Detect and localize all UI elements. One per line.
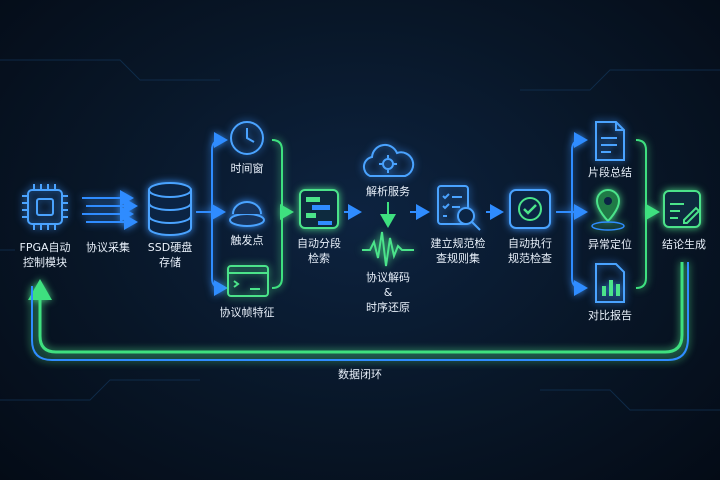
check-badge-icon [509,189,551,229]
report-chart-icon [595,263,625,303]
anomaly-locate-label: 异常定位 [588,238,632,251]
compare-report-label: 对比报告 [588,309,632,322]
conclusion-label: 结论生成 [662,238,706,251]
chip-icon [22,184,68,230]
trigger-button-icon [229,201,265,227]
collect-label: 协议采集 [86,241,130,254]
loop-label: 数据闭环 [338,368,382,381]
time-window-label: 时间窗 [230,162,264,175]
clock-icon [230,121,264,155]
ssd-label: SSD硬盘存储 [147,241,193,269]
cloud-gear-icon [362,143,415,177]
database-icon [148,182,192,236]
segment-summary-label: 片段总结 [588,166,632,179]
collect-arrows [82,190,138,230]
frame-feature-label: 协议帧特征 [219,306,275,319]
merge-bracket-left [271,139,294,289]
auto-search-label: 自动分段检索 [297,237,341,265]
trigger-label: 触发点 [230,234,264,247]
location-pin-icon [591,188,625,231]
parse-service-label: 解析服务 [366,185,410,198]
fpga-label: FPGA自动控制模块 [19,241,71,269]
checklist-search-icon [437,185,481,231]
conclusion-edit-icon [663,190,701,228]
auto-check-label: 自动执行规范检查 [508,237,552,265]
background-traces [0,59,720,411]
branch-bracket-right [556,132,588,296]
frame-window-icon [227,265,269,297]
decode-label: 协议解码&时序还原 [366,271,410,314]
waveform-icon [362,231,414,267]
merge-bracket-right [635,139,660,289]
document-icon [595,121,625,161]
build-rules-label: 建立规范检查规则集 [430,237,486,265]
gantt-search-icon [299,189,339,229]
closed-loop-line [28,262,689,361]
branch-bracket-left [196,132,228,296]
